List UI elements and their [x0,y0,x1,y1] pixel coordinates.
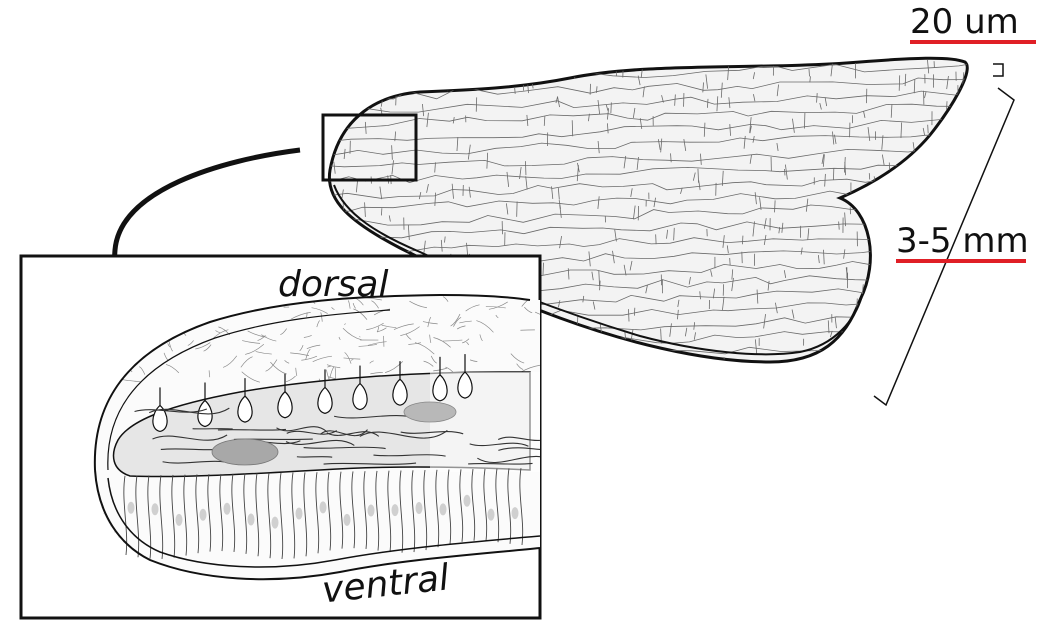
cell-boundary [390,73,391,81]
cell-boundary [332,240,333,251]
cell-boundary [403,70,404,80]
label-dorsal: dorsal [278,264,389,305]
cell-boundary [974,294,975,307]
cell-boundary [669,353,671,369]
cell-boundary [920,366,921,377]
cell-boundary [567,361,569,375]
fiber-cell [468,463,532,464]
cell-nucleus [176,514,183,526]
cell-boundary [943,194,944,206]
cell-boundary [564,347,566,362]
cell-nucleus [488,509,495,521]
cell-boundary [923,178,924,184]
cell-boundary [956,179,957,192]
cell-nucleus [512,507,519,519]
cell-boundary [952,123,954,135]
cell-boundary [363,68,364,78]
cell-boundary [967,351,969,362]
cell-boundary [851,342,852,351]
cell-boundary [973,299,975,311]
cell-boundary [730,258,731,266]
cell-boundary [888,295,889,304]
cell-nucleus [344,514,351,526]
cell-boundary [668,366,669,378]
cell-boundary [361,247,362,253]
cell-boundary [965,176,966,187]
cell-boundary [584,338,585,349]
cell-boundary [839,221,840,229]
cell-nucleus [320,501,327,513]
cell-boundary [515,87,516,94]
cell-boundary [900,323,901,333]
inset-panel: dorsal ventral [21,256,590,618]
cell-nucleus [128,502,135,514]
cell-boundary [809,69,810,76]
cell-boundary [628,309,629,321]
cell-boundary [921,367,922,373]
cell-boundary [832,351,834,363]
cell-boundary [527,72,528,79]
cell-nucleus [416,502,423,514]
cell-nucleus [368,504,375,516]
cell-boundary [912,268,914,282]
cell-boundary [951,140,953,155]
cell-boundary [943,332,944,346]
cell-boundary [942,338,943,352]
inclusion-blob-2 [404,402,456,422]
cell-boundary [572,120,573,136]
cell-boundary [353,240,355,249]
cell-boundary [363,80,364,95]
scale-label-large: 3-5 mm [896,221,1029,261]
fiber-cell [218,429,286,430]
cell-boundary [336,72,337,83]
cell-boundary [628,368,629,381]
cell-boundary [380,80,381,94]
cell-boundary [956,355,957,364]
cell-boundary [955,173,957,188]
cell-boundary [493,69,494,81]
cell-boundary [859,335,861,345]
cell-boundary [899,75,900,90]
cell-boundary [930,368,932,380]
cell-nucleus [224,503,231,515]
cell-boundary [842,350,843,357]
cell-boundary [707,99,708,108]
cell-nucleus [392,504,399,516]
cell-boundary [877,218,878,229]
cell-nucleus [152,503,159,515]
cell-boundary [553,334,555,344]
cell-boundary [924,170,925,177]
cell-boundary [963,203,964,212]
cell-boundary [543,263,544,275]
cell-boundary [600,281,601,291]
cell-nucleus [296,508,303,520]
inclusion-blob-1 [212,439,278,465]
cell-nucleus [272,517,279,529]
scale-label-small: 20 um [910,2,1019,42]
cell-nucleus [200,509,207,521]
cell-boundary [347,235,348,247]
cell-nucleus [464,495,471,507]
cell-boundary [864,348,865,356]
cell-nucleus [248,514,255,526]
cell-boundary [970,169,971,175]
cell-boundary [938,363,939,376]
cell-boundary [963,114,964,124]
fiber-cell [297,457,332,458]
scale-bracket-small [993,64,1003,76]
cell-boundary [723,364,725,379]
cell-boundary [876,185,877,194]
cell-nucleus [440,503,447,515]
cell-boundary [446,62,448,69]
cell-boundary [940,357,941,373]
cell-boundary [963,209,965,217]
cell-boundary [618,361,620,371]
cell-boundary [879,246,881,262]
cell-boundary [338,79,339,92]
